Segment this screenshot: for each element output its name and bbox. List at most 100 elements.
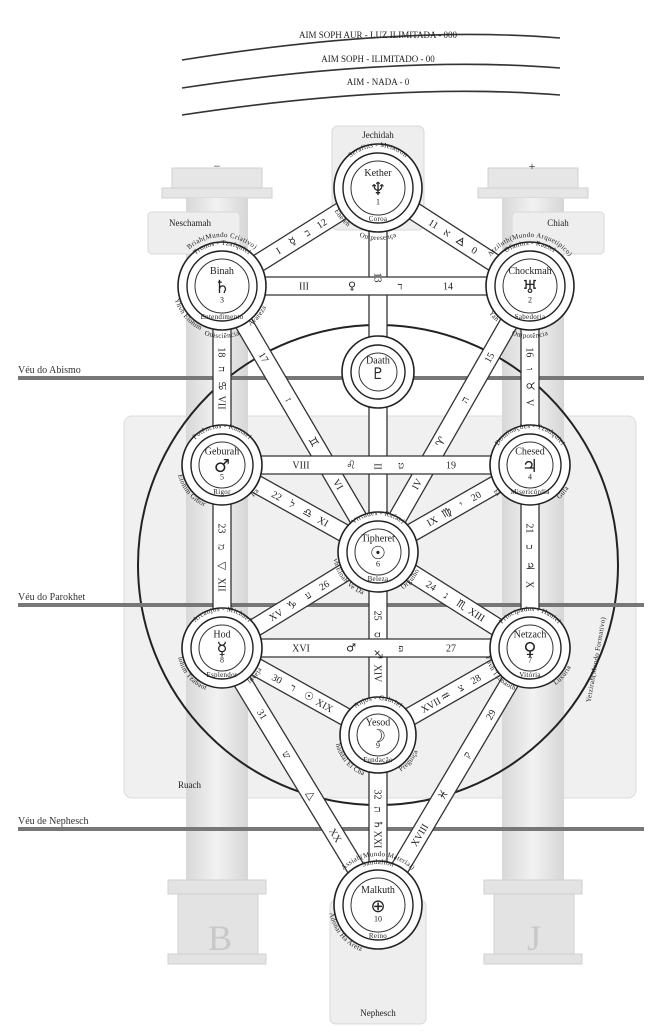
path-13-path-number: 13: [372, 273, 383, 283]
path-12-path-number: 12: [315, 217, 329, 232]
path-13-tarot-numeral: II: [372, 463, 383, 470]
path-29-path-number: 29: [484, 708, 499, 722]
malkuth-name: Malkuth: [361, 885, 395, 896]
label-nephesch: Nephesch: [360, 1008, 396, 1018]
path-19-hebrew-letter: ט: [398, 461, 404, 472]
path-23-tarot-numeral: XII: [216, 578, 227, 592]
yesod-name: Yesod: [366, 718, 391, 729]
path-25-hebrew-letter: ס: [372, 632, 383, 638]
path-14-hebrew-letter: ד: [398, 282, 403, 293]
path-15-hebrew-letter: ה: [460, 395, 473, 406]
chockmah-number: 2: [528, 296, 532, 305]
kether-title: Coroa: [369, 215, 388, 223]
path-30-hebrew-letter: ר: [288, 682, 298, 694]
chockmah-name: Chockmah: [508, 266, 551, 277]
path-labels: 11א🜁012ב☿I13ג☽II14ד♀III15ה♈IV16ו♉V17ז♊VI…: [216, 217, 537, 849]
chesed-planet-icon: ♃: [522, 456, 538, 477]
chockmah-title: Sabedoria: [515, 313, 546, 321]
path-12-tarot-numeral: I: [275, 246, 284, 257]
geburah-number: 5: [220, 472, 224, 481]
path-24-hebrew-letter: נ: [442, 591, 451, 602]
binah-quality-text: Onisciência: [203, 329, 241, 340]
veil-parokhet: Véu do Parokhet: [18, 592, 85, 603]
malkuth-number: 10: [374, 915, 382, 924]
path-12-hebrew-letter: ב: [303, 227, 313, 239]
path-32-astro-symbol: ♄: [372, 820, 385, 830]
path-23-hebrew-letter: מ: [216, 544, 227, 550]
hod-name: Hod: [213, 630, 230, 641]
path-22-hebrew-letter: ל: [286, 498, 297, 511]
path-27-tarot-numeral: XVI: [292, 644, 310, 655]
path-20-hebrew-letter: י: [458, 500, 466, 511]
chesed-number: 4: [528, 472, 532, 481]
path-19-tarot-numeral: VIII: [292, 461, 309, 472]
kether-planet-icon: ♆: [370, 179, 386, 200]
tipheret-number: 6: [376, 559, 380, 568]
path-30-path-number: 30: [270, 672, 284, 686]
path-18-hebrew-letter: ח: [216, 366, 227, 372]
path-25-astro-symbol: ♐: [372, 649, 385, 659]
label-chiah: Chiah: [547, 218, 569, 228]
netzach-planet-icon: ♀: [523, 639, 536, 660]
geburah-title: Rigor: [213, 488, 231, 496]
path-16-tarot-numeral: V: [524, 399, 535, 407]
path-17-path-number: 17: [256, 351, 271, 365]
path-21-tarot-numeral: X: [524, 581, 535, 589]
path-18-tarot-numeral: VII: [216, 396, 227, 410]
path-11-hebrew-letter: א: [441, 227, 452, 240]
path-20-path-number: 20: [469, 490, 483, 505]
path-19-path-number: 19: [446, 461, 456, 472]
chesed-god-text: El: [492, 488, 502, 498]
path-17-tarot-numeral: VI: [330, 477, 345, 492]
hod-number: 8: [220, 655, 224, 664]
daath-name: Daath: [366, 355, 390, 366]
chesed-title: Misericórdia: [510, 488, 550, 496]
tipheret-title: Beleza: [368, 575, 389, 583]
path-31-hebrew-letter: ש: [279, 749, 292, 761]
arc-label-luz-ilimitada: AIM SOPH AUR - LUZ ILIMITADA - 000: [299, 30, 458, 40]
binah-title: Entendimento: [201, 313, 244, 321]
path-17-hebrew-letter: ז: [282, 396, 293, 404]
path-14-path-number: 14: [443, 282, 453, 293]
path-19-astro-symbol: ♌: [346, 459, 356, 472]
path-21-path-number: 21: [524, 523, 535, 533]
path-22-path-number: 22: [269, 489, 283, 503]
yesod-title: Fundação: [363, 756, 393, 764]
path-22-tarot-numeral: XI: [315, 515, 330, 530]
geburah-name: Geburah: [205, 447, 239, 458]
netzach-name: Netzach: [514, 630, 547, 641]
malkuth-title: Reino: [369, 932, 387, 940]
path-21-astro-symbol: ♃: [524, 561, 537, 571]
arc-label-ilimitado: AIM SOPH - ILIMITADO - 00: [321, 54, 435, 64]
chockmah-planet-icon: ♅: [522, 277, 538, 298]
chesed-name: Chesed: [515, 447, 544, 458]
path-16-astro-symbol: ♉: [524, 381, 537, 391]
hod-title: Esplendor: [206, 671, 237, 679]
hod-planet-icon: ☿: [216, 639, 227, 660]
label-ruach: Ruach: [178, 780, 201, 790]
path-16-hebrew-letter: ו: [524, 368, 535, 371]
path-27-path-number: 27: [446, 644, 456, 655]
kether-name: Kether: [364, 168, 392, 179]
path-24-path-number: 24: [424, 579, 438, 594]
netzach-title: Vitória: [519, 671, 541, 679]
tipheret-name: Tipheret: [361, 534, 395, 545]
daath-planet-icon: ♇: [371, 364, 385, 383]
binah-number: 3: [220, 296, 224, 305]
pillar-sign-plus: +: [529, 159, 536, 173]
path-21-hebrew-letter: כ: [524, 545, 535, 550]
path-32-tarot-numeral: XXI: [372, 831, 383, 849]
binah-planet-icon: ♄: [214, 277, 230, 298]
pillar-sign-minus: −: [214, 159, 221, 173]
path-32-hebrew-letter: ת: [372, 806, 383, 812]
veil-abismo: Véu do Abismo: [18, 365, 81, 376]
path-29-hebrew-letter: ק: [462, 750, 474, 760]
yesod-planet-icon: ☽: [370, 726, 386, 747]
